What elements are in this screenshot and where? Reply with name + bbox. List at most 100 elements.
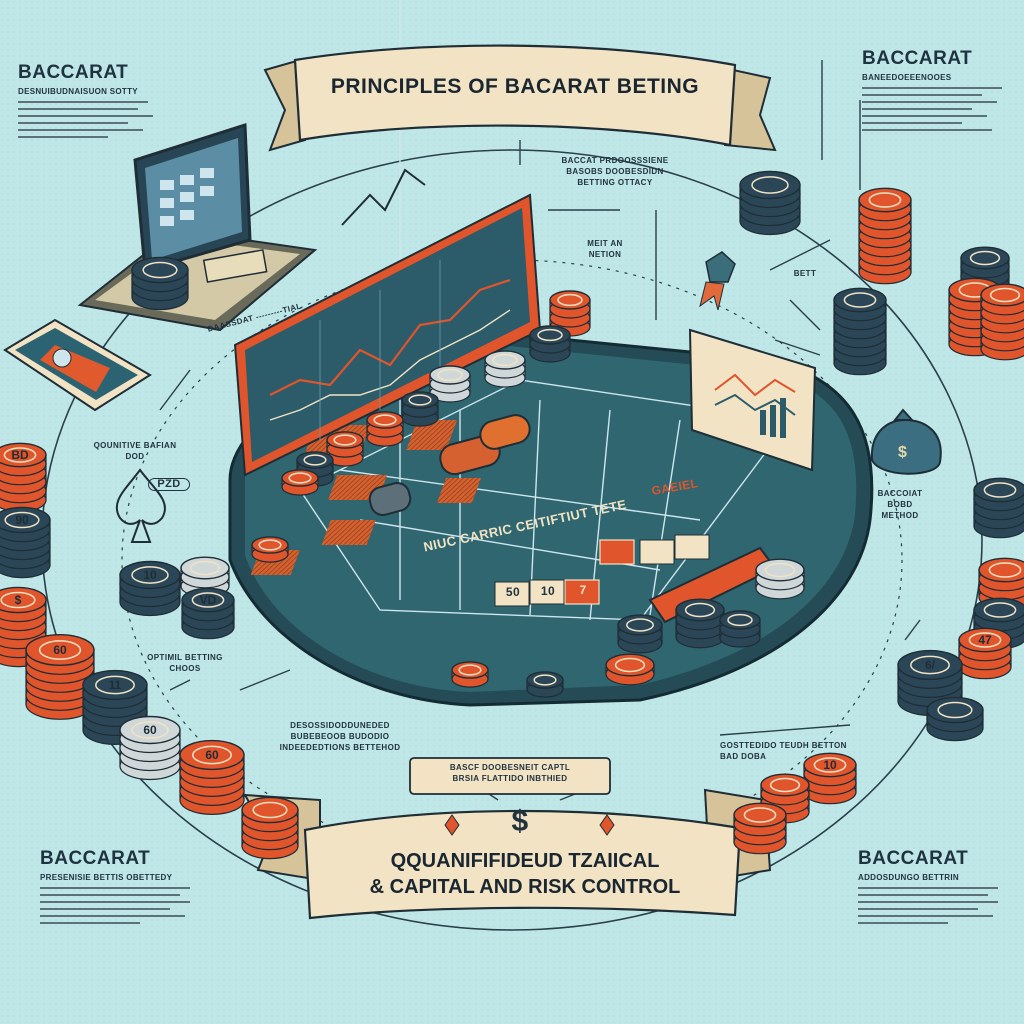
chip-ring bbox=[189, 560, 221, 576]
chip-top bbox=[617, 614, 663, 636]
chip-top bbox=[978, 557, 1024, 583]
chip-top bbox=[755, 558, 805, 582]
chip-ring bbox=[131, 566, 169, 584]
chip-top bbox=[529, 325, 571, 345]
chip-top bbox=[739, 170, 801, 200]
chip-stack: VD bbox=[181, 587, 235, 640]
chip-stack bbox=[484, 350, 526, 388]
chip-ring bbox=[813, 757, 847, 773]
chip-ring bbox=[95, 675, 135, 695]
chip-stack: 11 bbox=[82, 669, 148, 745]
chip-top bbox=[958, 627, 1012, 653]
dollar-sign: $ bbox=[511, 805, 529, 838]
chip-top bbox=[980, 283, 1024, 307]
chip-ring bbox=[983, 602, 1017, 618]
label-center-bottom: DESOSSIDODDUNEDED BUBEBEOOB BUDODIO INDE… bbox=[279, 721, 401, 752]
corner-subtitle: PRESENISIE BETTIS OBETTEDY bbox=[40, 873, 173, 882]
corner-title: BACCARAT bbox=[862, 48, 973, 69]
label-left-mid: QOUNITIVE BAFIAN DOD bbox=[93, 441, 177, 461]
chip-ring bbox=[968, 632, 1002, 648]
chip-top bbox=[281, 469, 319, 487]
chip-top bbox=[119, 715, 181, 745]
label-method-box: BASCF DOOBESNEIT CAPTL BRSIA FLATTIDO IN… bbox=[449, 763, 571, 783]
chip-label: 60 bbox=[53, 643, 67, 657]
chip-top bbox=[326, 431, 364, 449]
chip-stack bbox=[401, 391, 439, 427]
corner-bottom-right: BACCARAT ADDOSDUNGO BETTRIN bbox=[858, 848, 1008, 924]
chip-stack bbox=[429, 365, 471, 403]
chip-stack bbox=[451, 661, 489, 688]
chip-ring bbox=[969, 250, 1001, 266]
chip-stack bbox=[733, 802, 787, 855]
chip-top bbox=[926, 696, 984, 724]
diamond-left-icon bbox=[444, 814, 460, 836]
chip-label: 60 bbox=[143, 723, 157, 737]
chip-stack: 10 bbox=[803, 752, 857, 805]
chip-stack bbox=[739, 170, 801, 236]
chip-stack bbox=[926, 696, 984, 742]
chip-stack: BD bbox=[0, 442, 47, 513]
orbit-line-inner bbox=[121, 259, 903, 861]
chip-ring bbox=[38, 640, 82, 660]
chip-label: VD bbox=[200, 593, 217, 607]
chip-top bbox=[833, 287, 887, 313]
chip-top bbox=[675, 598, 725, 622]
chip-top bbox=[760, 773, 810, 797]
card-badge: PZD bbox=[148, 478, 190, 491]
corner-subtitle: ADDOSDUNGO BETTRIN bbox=[858, 873, 959, 882]
chip-stack bbox=[549, 290, 591, 337]
text-lines bbox=[18, 101, 168, 138]
chip-top bbox=[897, 649, 963, 681]
chip-ring bbox=[191, 592, 225, 608]
chip-stack bbox=[833, 287, 887, 376]
chip-label: 47 bbox=[978, 633, 992, 647]
table-number: 50 bbox=[505, 585, 521, 599]
corner-title: BACCARAT bbox=[40, 848, 151, 869]
badge-icon bbox=[699, 251, 736, 311]
chip-top bbox=[366, 411, 404, 429]
chip-stack bbox=[241, 796, 299, 860]
chip-stack bbox=[180, 556, 230, 598]
chip-ring bbox=[408, 394, 432, 406]
banner-bottom-line2: & CAPITAL AND RISK CONTROL bbox=[369, 876, 681, 898]
chip-ring bbox=[492, 353, 518, 367]
spade-icon bbox=[115, 468, 166, 543]
chip-stack: 90 bbox=[0, 506, 51, 579]
chip-ring bbox=[373, 414, 397, 426]
chip-top bbox=[451, 661, 489, 679]
text-lines bbox=[858, 887, 1008, 924]
chip-label: 6/ bbox=[925, 658, 936, 672]
chip-ring bbox=[142, 261, 178, 279]
chip-ring bbox=[458, 664, 482, 676]
chip-stack bbox=[719, 610, 761, 648]
chip-top bbox=[131, 256, 189, 284]
chip-ring bbox=[684, 602, 716, 618]
chip-ring bbox=[910, 655, 950, 675]
corner-subtitle: DESNUIBUDNAISUON SOTTY bbox=[18, 87, 138, 96]
label-right-bottom: GOSTTEDIDO TEUDH BETTON BAD DOBA bbox=[720, 741, 847, 761]
money-bag-icon: $ bbox=[870, 408, 942, 475]
chip-ring bbox=[743, 807, 777, 823]
chip-top bbox=[973, 477, 1024, 503]
chip-stack bbox=[973, 477, 1024, 539]
chip-ring bbox=[252, 801, 288, 819]
chip-stack bbox=[131, 256, 189, 311]
chip-stack bbox=[605, 653, 655, 686]
chip-ring bbox=[988, 562, 1022, 578]
chip-top bbox=[719, 610, 761, 630]
chip-ring bbox=[288, 472, 312, 484]
method-box bbox=[409, 757, 611, 795]
chip-top bbox=[180, 556, 230, 580]
chip-ring bbox=[751, 176, 789, 194]
banner-bottom-title: QQUANIFIFIDEUD TZAIICAL & CAPITAL AND RI… bbox=[310, 848, 740, 900]
chip-stack bbox=[675, 598, 725, 649]
chip-stack: 60 bbox=[25, 634, 95, 720]
chip-stack bbox=[326, 431, 364, 467]
chip-ring bbox=[258, 539, 282, 551]
chip-ring bbox=[4, 511, 40, 529]
chip-stack bbox=[526, 671, 564, 698]
chip-top bbox=[401, 391, 439, 409]
chip-label: 90 bbox=[15, 513, 29, 527]
